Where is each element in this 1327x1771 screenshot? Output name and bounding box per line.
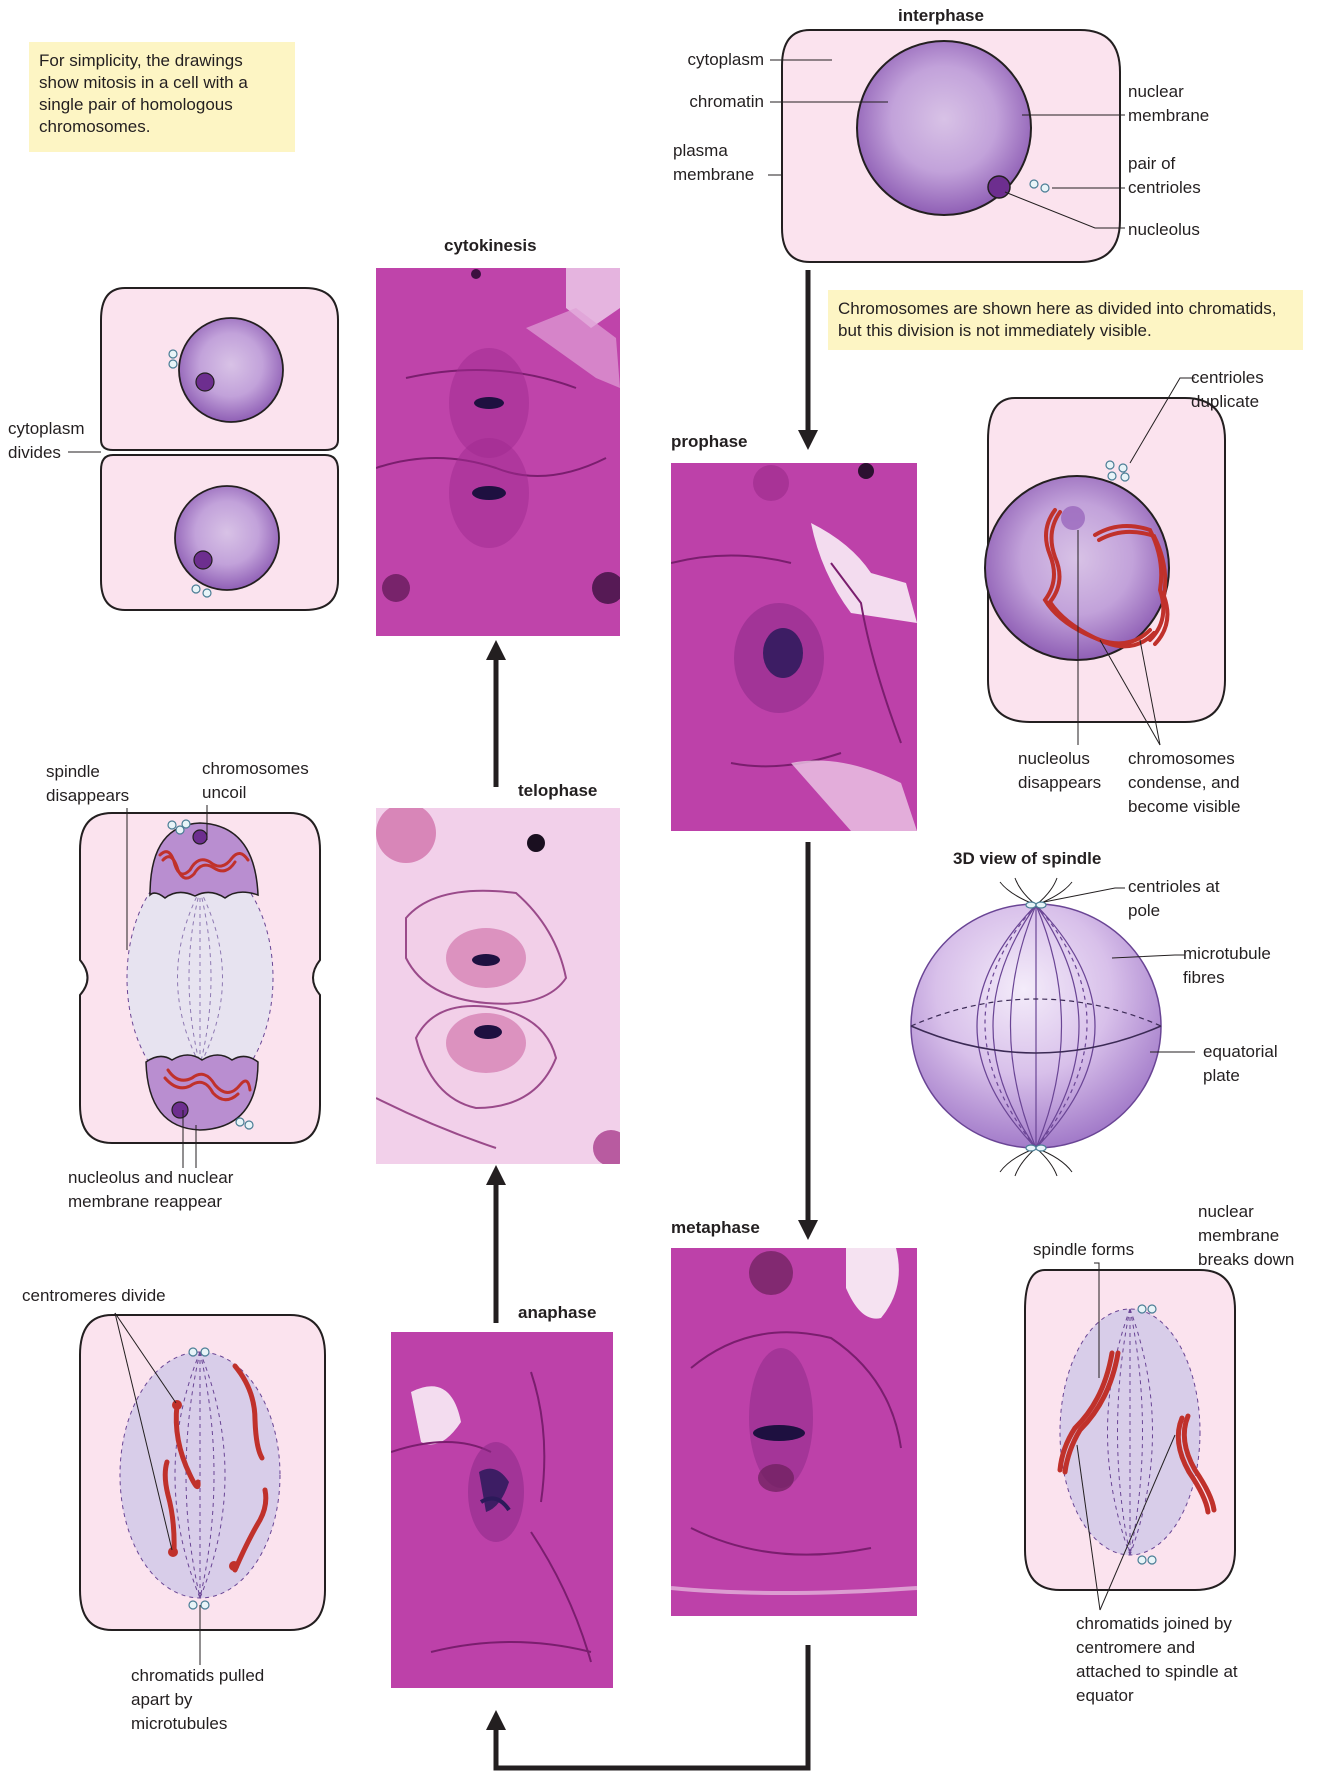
simplicity-note: For simplicity, the drawings show mitosi…	[29, 42, 295, 152]
interphase-cell	[782, 30, 1120, 262]
metaphase-cell	[1025, 1270, 1235, 1590]
title-anaphase: anaphase	[518, 1302, 596, 1324]
label-chromosomes-condense: chromosomes condense, and become visible	[1128, 747, 1268, 819]
label-equatorial-plate: equatorial plate	[1203, 1040, 1303, 1088]
label-nucleolus-disappears: nucleolus disappears	[1018, 747, 1118, 795]
telophase-cell	[80, 813, 320, 1143]
title-telophase: telophase	[518, 780, 597, 802]
label-chromatids-pulled-apart: chromatids pulled apart by microtubules	[131, 1664, 281, 1736]
label-nuclear-membrane-breaks-down: nuclear membrane breaks down	[1198, 1200, 1320, 1272]
title-metaphase: metaphase	[671, 1217, 760, 1239]
label-nuclear-membrane: nuclear membrane	[1128, 80, 1238, 128]
label-microtubule-fibres: microtubule fibres	[1183, 942, 1283, 990]
spindle-3d-view	[911, 878, 1161, 1176]
prophase-nucleus	[985, 476, 1169, 660]
label-centromeres-divide: centromeres divide	[22, 1284, 166, 1308]
telophase-micrograph	[376, 808, 620, 1164]
cytokinesis-upper-nucleus	[179, 318, 283, 422]
telophase-lower-nucleolus	[172, 1102, 188, 1118]
label-cytoplasm: cytoplasm	[640, 48, 764, 72]
title-prophase: prophase	[671, 431, 748, 453]
chromatids-note: Chromosomes are shown here as divided in…	[828, 290, 1303, 350]
label-nucleolus-reappear: nucleolus and nuclear membrane reappear	[68, 1166, 248, 1214]
label-cytoplasm-divides: cytoplasm divides	[8, 417, 98, 465]
title-cytokinesis: cytokinesis	[444, 235, 537, 257]
prophase-cell	[985, 398, 1225, 722]
telophase-upper-nucleolus	[193, 830, 207, 844]
title-spindle-3d: 3D view of spindle	[953, 848, 1101, 870]
label-chromosomes-uncoil: chromosomes uncoil	[202, 757, 332, 805]
label-chromatin: chromatin	[640, 90, 764, 114]
interphase-nucleolus	[988, 176, 1010, 198]
cytokinesis-upper-nucleolus	[196, 373, 214, 391]
label-centrioles-at-pole: centrioles at pole	[1128, 875, 1223, 923]
label-spindle-forms: spindle forms	[1033, 1238, 1134, 1262]
label-nucleolus: nucleolus	[1128, 218, 1200, 242]
metaphase-micrograph	[671, 1248, 917, 1616]
interphase-centriole-2	[1041, 184, 1049, 192]
label-chromatids-joined: chromatids joined by centromere and atta…	[1076, 1612, 1246, 1708]
prophase-micrograph	[671, 463, 917, 831]
title-interphase: interphase	[898, 5, 984, 27]
cytokinesis-micrograph	[376, 268, 620, 636]
cytokinesis-lower-nucleus	[175, 486, 279, 590]
prophase-nucleolus	[1061, 506, 1085, 530]
label-spindle-disappears: spindle disappears	[46, 760, 146, 808]
cytokinesis-cells	[101, 288, 338, 610]
anaphase-micrograph	[391, 1332, 613, 1688]
label-plasma-membrane: plasma membrane	[673, 139, 763, 187]
interphase-centriole-1	[1030, 180, 1038, 188]
label-pair-of-centrioles: pair of centrioles	[1128, 152, 1228, 200]
cytokinesis-lower-nucleolus	[194, 551, 212, 569]
anaphase-cell	[80, 1315, 325, 1630]
label-centrioles-duplicate: centrioles duplicate	[1191, 366, 1286, 414]
